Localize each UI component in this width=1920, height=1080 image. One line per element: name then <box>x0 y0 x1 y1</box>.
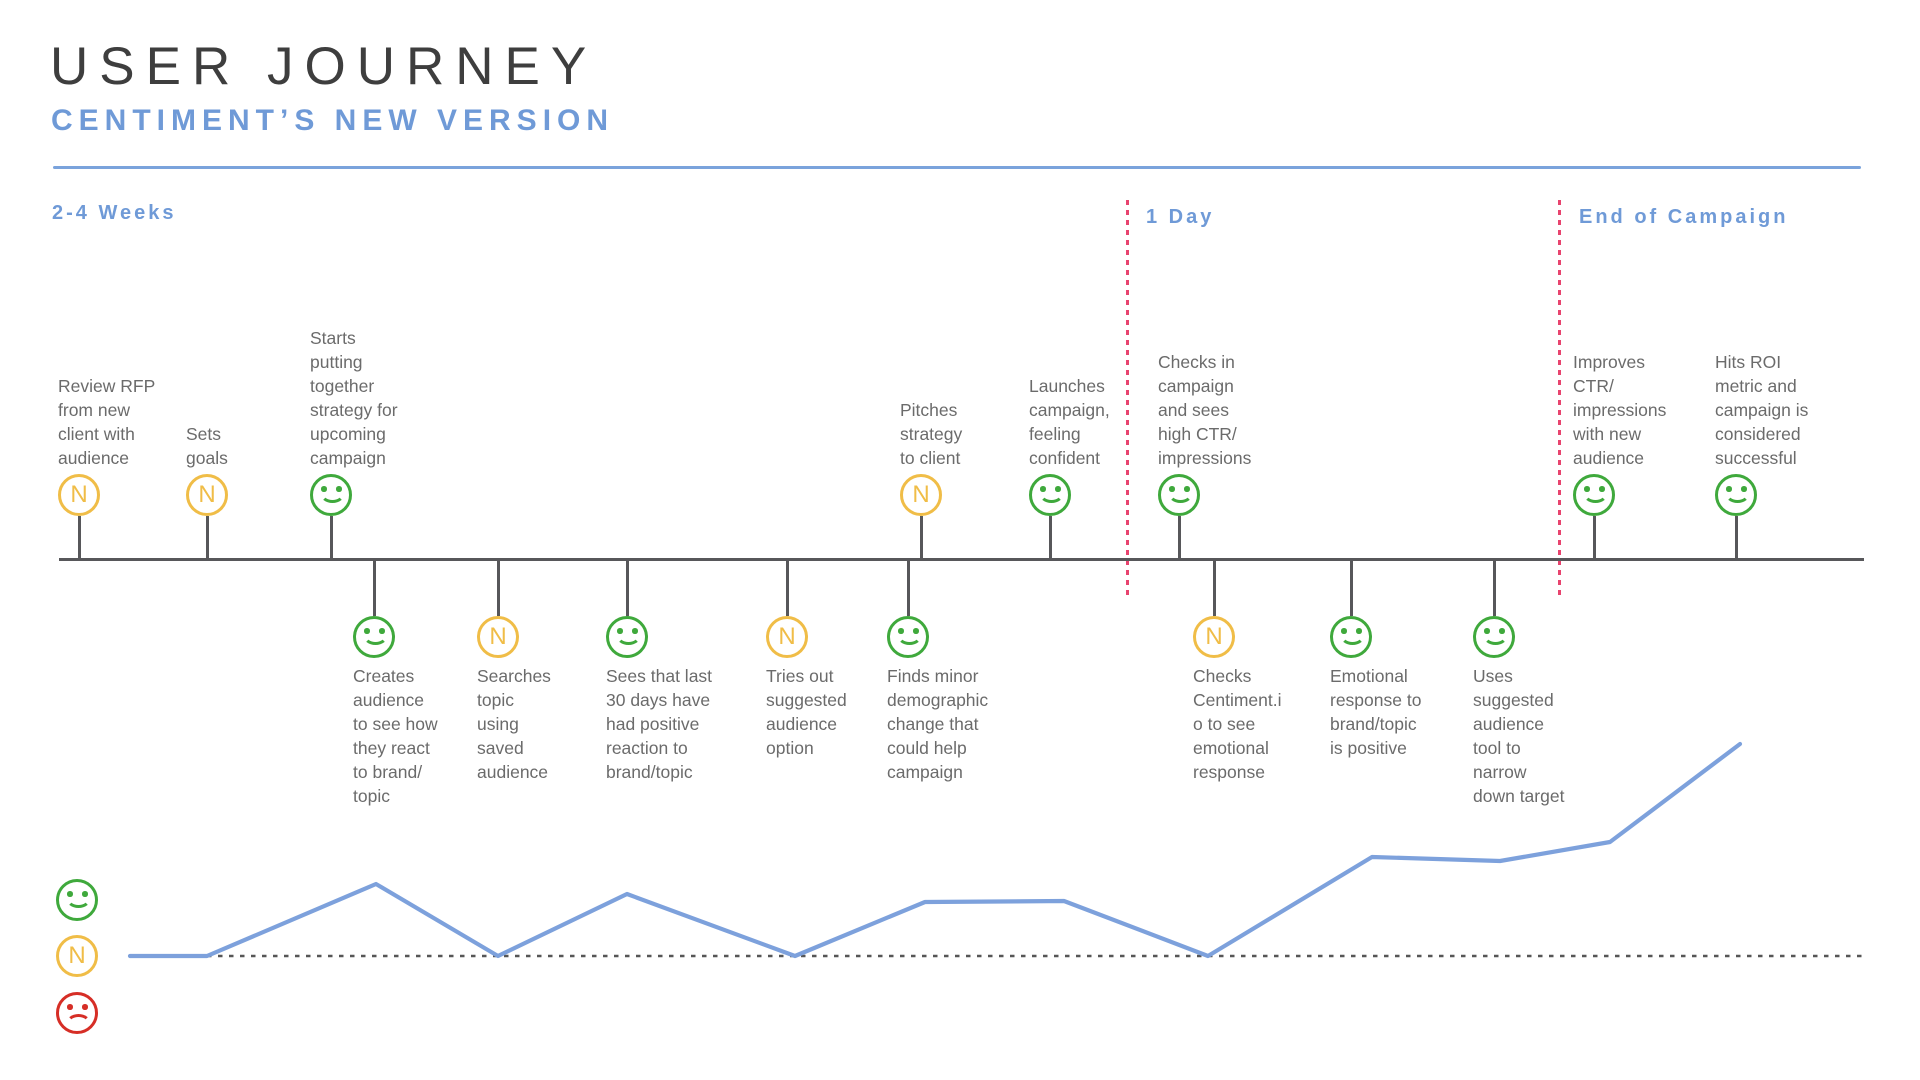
journey-event: Checks Centiment.i o to see emotional re… <box>1193 561 1335 784</box>
event-label: Review RFP from new client with audience <box>58 376 156 468</box>
neutral-face-icon <box>1193 616 1235 658</box>
event-label: Pitches strategy to client <box>900 400 963 468</box>
event-stem <box>1048 516 1052 561</box>
neutral-face-icon <box>900 474 942 516</box>
journey-event: Pitches strategy to client <box>900 398 1042 561</box>
event-stem <box>496 561 500 616</box>
event-label: Finds minor demographic change that coul… <box>887 666 989 782</box>
journey-event: Checks in campaign and sees high CTR/ im… <box>1158 350 1300 561</box>
journey-event: Hits ROI metric and campaign is consider… <box>1715 350 1857 561</box>
neutral-face-icon <box>766 616 808 658</box>
happy-face-icon <box>1158 474 1200 516</box>
event-stem <box>1492 561 1496 616</box>
happy-face-icon <box>1715 474 1757 516</box>
event-label: Checks Centiment.i o to see emotional re… <box>1193 666 1282 782</box>
event-label: Sees that last 30 days have had positive… <box>606 666 713 782</box>
page-title: USER JOURNEY <box>50 37 598 96</box>
page-subtitle: CENTIMENT’S NEW VERSION <box>51 104 615 137</box>
journey-event: Starts putting together strategy for upc… <box>310 326 452 561</box>
phase-label-end-of-campaign: End of Campaign <box>1579 206 1789 228</box>
sad-face-icon <box>56 992 98 1034</box>
event-stem <box>1349 561 1353 616</box>
journey-event: Launches campaign, feeling confident <box>1029 374 1171 561</box>
happy-face-icon <box>56 879 98 921</box>
happy-face-icon <box>887 616 929 658</box>
event-stem <box>919 516 923 561</box>
journey-event: Creates audience to see how they react t… <box>353 561 495 808</box>
journey-event: Searches topic using saved audience <box>477 561 619 784</box>
timeline-axis <box>59 558 1864 561</box>
header-divider-line <box>53 166 1861 169</box>
phase-divider-dashed-line <box>1126 200 1129 600</box>
event-label: Hits ROI metric and campaign is consider… <box>1715 352 1809 468</box>
event-label: Launches campaign, feeling confident <box>1029 376 1110 468</box>
journey-event: Emotional response to brand/topic is pos… <box>1330 561 1472 760</box>
event-stem <box>1212 561 1216 616</box>
journey-event: Finds minor demographic change that coul… <box>887 561 1029 784</box>
event-label: Emotional response to brand/topic is pos… <box>1330 666 1422 758</box>
neutral-face-icon <box>58 474 100 516</box>
phase-label-1-day: 1 Day <box>1146 206 1215 228</box>
neutral-face-icon <box>186 474 228 516</box>
journey-event: Sees that last 30 days have had positive… <box>606 561 748 784</box>
event-stem <box>329 516 333 561</box>
journey-event: Improves CTR/ impressions with new audie… <box>1573 350 1715 561</box>
neutral-face-icon <box>477 616 519 658</box>
event-label: Searches topic using saved audience <box>477 666 551 782</box>
journey-event: Uses suggested audience tool to narrow d… <box>1473 561 1615 808</box>
happy-face-icon <box>1573 474 1615 516</box>
event-stem <box>1734 516 1738 561</box>
event-stem <box>205 516 209 561</box>
event-stem <box>1592 516 1596 561</box>
event-label: Starts putting together strategy for upc… <box>310 328 398 468</box>
event-label: Uses suggested audience tool to narrow d… <box>1473 666 1565 806</box>
phase-divider-dashed-line <box>1558 200 1561 600</box>
event-label: Creates audience to see how they react t… <box>353 666 438 806</box>
event-label: Checks in campaign and sees high CTR/ im… <box>1158 352 1252 468</box>
event-stem <box>372 561 376 616</box>
journey-event: Review RFP from new client with audience <box>58 374 200 561</box>
journey-event: Sets goals <box>186 422 328 561</box>
happy-face-icon <box>1473 616 1515 658</box>
event-stem <box>77 516 81 561</box>
happy-face-icon <box>310 474 352 516</box>
happy-face-icon <box>1029 474 1071 516</box>
event-stem <box>906 561 910 616</box>
happy-face-icon <box>606 616 648 658</box>
event-label: Improves CTR/ impressions with new audie… <box>1573 352 1667 468</box>
happy-face-icon <box>1330 616 1372 658</box>
event-label: Sets goals <box>186 424 228 468</box>
event-stem <box>1177 516 1181 561</box>
event-stem <box>785 561 789 616</box>
event-stem <box>625 561 629 616</box>
happy-face-icon <box>353 616 395 658</box>
phase-label-2-4-weeks: 2-4 Weeks <box>52 202 177 224</box>
neutral-face-icon <box>56 935 98 977</box>
